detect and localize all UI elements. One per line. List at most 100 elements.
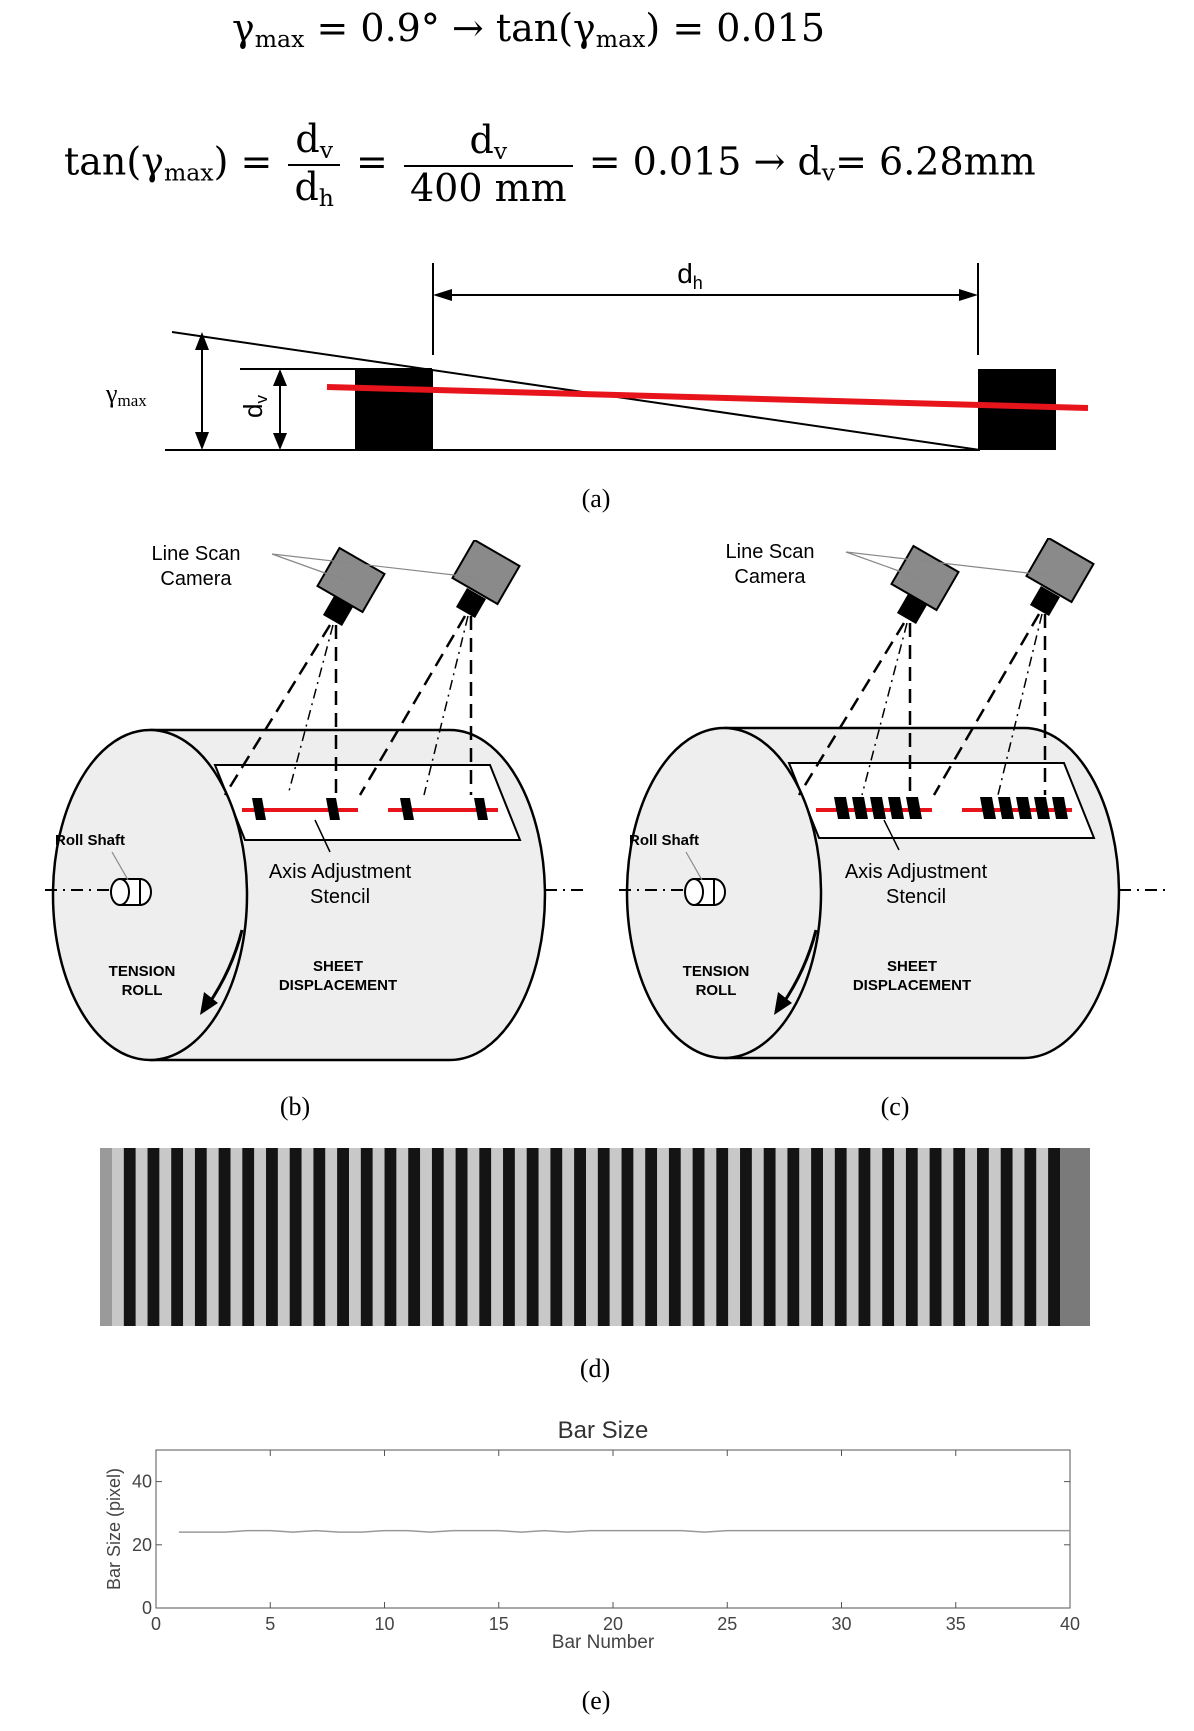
gamma-arrow-top [195, 332, 209, 350]
equation-2-lhs-sub: max [163, 158, 214, 187]
camera-label-line2: Camera [734, 566, 806, 588]
stripe-light [988, 1148, 1001, 1326]
stripe-light [112, 1148, 124, 1326]
stripe-dark-bar [882, 1148, 895, 1326]
x-tick-label: 30 [831, 1614, 851, 1634]
stripe-dark-bar [337, 1148, 349, 1326]
stencil-bar [474, 798, 488, 820]
x-tick-label: 0 [151, 1614, 161, 1634]
stripe-light [277, 1148, 290, 1326]
stripe-light [206, 1148, 219, 1326]
stripe-light [917, 1148, 930, 1326]
stripe-dark-bar [597, 1148, 610, 1326]
y-tick-label: 20 [132, 1535, 152, 1555]
stripe-light [467, 1148, 480, 1326]
camera-leader-2 [845, 551, 1055, 577]
fov-line [797, 622, 906, 796]
stripe-light [657, 1148, 669, 1326]
stripe-light [965, 1148, 978, 1326]
fov-center-line [861, 622, 908, 796]
roll-shaft-label: Roll Shaft [629, 832, 699, 849]
stripe-light [420, 1148, 432, 1326]
y-axis-label: Bar Size (pixel) [104, 1468, 124, 1590]
stripe-end-region [1060, 1148, 1090, 1326]
sheet-label-line1: SHEET [313, 958, 363, 975]
stencil-label-line1: Axis Adjustment [269, 861, 412, 883]
equation-1-tail: ) = 0.015 [645, 6, 826, 50]
caption-b: (b) [279, 1092, 311, 1121]
stripe-dark-bar [384, 1148, 397, 1326]
stripe-dark-bar [171, 1148, 184, 1326]
left-block [355, 369, 433, 450]
stripe-dark-bar [692, 1148, 705, 1326]
fov-line [932, 613, 1041, 796]
stripe-light [562, 1148, 575, 1326]
tension-label-line1: TENSION [683, 963, 750, 980]
stripe-dark-bar [787, 1148, 800, 1326]
dv-arrow-top [273, 369, 287, 386]
stripe-dark-bar [289, 1148, 302, 1326]
y-tick-label: 0 [142, 1598, 152, 1618]
stripe-light [728, 1148, 741, 1326]
stripe-dark-bar [503, 1148, 515, 1326]
rotation-arrow [780, 929, 818, 1006]
stencil-bar-group-2 [980, 797, 1068, 819]
stencil-bar [400, 798, 414, 820]
caption-e: (e) [581, 1686, 611, 1715]
bar-size-series-line [178, 1529, 1070, 1533]
x-tick-label: 25 [717, 1614, 737, 1634]
stencil-bar-group-1 [834, 797, 922, 819]
x-axis-label: Bar Number [552, 1632, 655, 1653]
tension-label-line2: ROLL [122, 982, 163, 999]
gamma-arrow-bottom [195, 432, 209, 450]
stripe-dark-bar [645, 1148, 658, 1326]
stripe-dark-bar [668, 1148, 681, 1326]
stripe-dark-bar [763, 1148, 776, 1326]
stripe-dark-bar [218, 1148, 231, 1326]
stencil-label-line2: Stencil [310, 886, 370, 908]
stripe-dark-bar [313, 1148, 326, 1326]
dh-arrow-left [433, 289, 452, 301]
dv-label: dv [238, 395, 271, 418]
stripe-light [230, 1148, 243, 1326]
gamma-symbol: γ [232, 6, 255, 50]
stripe-light [396, 1148, 409, 1326]
stripe-dark-bar [574, 1148, 586, 1326]
fraction-1-denominator-sub: h [318, 183, 334, 212]
stencil-leader [883, 819, 900, 851]
equation-2-lhs: tan(γ [64, 139, 164, 184]
sheet-label-line2: DISPLACEMENT [279, 977, 397, 994]
equation-2-equals: = [356, 139, 388, 184]
stripe-light [775, 1148, 788, 1326]
fraction-2-numerator: d [469, 118, 494, 163]
stripe-light [846, 1148, 859, 1326]
stripe-dark-bar [929, 1148, 942, 1326]
fraction-2-numerator-sub: v [493, 137, 508, 166]
stripe-light [586, 1148, 598, 1326]
stripe-dark-bar [479, 1148, 492, 1326]
caption-d: (d) [579, 1354, 611, 1383]
sheet-label-line2: DISPLACEMENT [853, 977, 971, 994]
stripe-light [349, 1148, 361, 1326]
x-tick-label: 10 [374, 1614, 394, 1634]
tension-label-line2: ROLL [696, 982, 737, 999]
x-tick-label: 15 [489, 1614, 509, 1634]
camera-label-line1: Line Scan [152, 543, 241, 565]
fraction-1-numerator: d [295, 117, 320, 161]
tension-label-line1: TENSION [109, 963, 176, 980]
stripe-light [372, 1148, 385, 1326]
rotation-arrowhead [774, 992, 792, 1015]
camera-2 [1025, 538, 1095, 617]
camera-label-line1: Line Scan [726, 541, 815, 563]
stripe-dark-bar [1048, 1148, 1060, 1326]
shaft-front [110, 878, 130, 906]
dh-arrow-right [959, 289, 978, 301]
camera-leader-1 [271, 553, 351, 583]
roll-shaft-leader [685, 851, 703, 881]
stripe-light [941, 1148, 954, 1326]
equation-1-middle: = 0.9° → tan(γ [316, 6, 596, 50]
stencil-leader [314, 819, 331, 853]
stripe-dark-bar [977, 1148, 989, 1326]
sheet-label-line1: SHEET [887, 958, 937, 975]
